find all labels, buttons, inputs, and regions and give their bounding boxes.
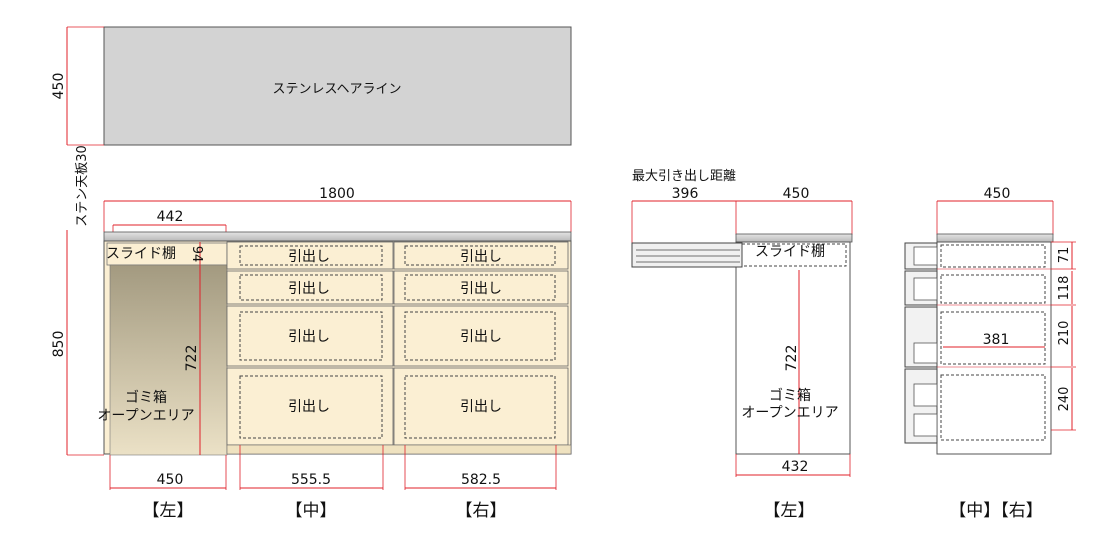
mr-drawer-height-label: 210 <box>1057 321 1072 346</box>
mr-view-label: 【中】【右】 <box>949 501 1043 521</box>
mr-drawer-height-label: 71 <box>1057 247 1072 264</box>
mr-drawer-height-label: 240 <box>1057 387 1072 412</box>
drawer-label: 引出し <box>460 399 502 415</box>
drawer-label: 引出し <box>288 281 330 297</box>
slide-shelf-label: スライド棚 <box>106 246 176 262</box>
mr-inner-label: 381 <box>983 332 1010 348</box>
top-plan-view: ステンレスヘアライン 450 <box>51 26 572 146</box>
side-top <box>735 233 853 243</box>
drawer-front[interactable] <box>393 270 569 305</box>
side-trash-label-line2: オープンエリア <box>741 405 838 421</box>
side-trash-label-line1: ゴミ箱 <box>769 387 811 404</box>
front-view: ステン天板30 1800 442 スライド棚 94 ゴミ箱 オープンエリア 72… <box>51 145 572 521</box>
trash-label-line2: オープンエリア <box>97 408 194 424</box>
side-depth-label: 450 <box>783 186 810 202</box>
top-thickness-label: ステン天板30 <box>75 145 90 227</box>
side-inner-depth-label: 432 <box>782 459 809 475</box>
cabinet-height-label: 850 <box>51 331 67 358</box>
drawer-label: 引出し <box>460 281 502 297</box>
slide-height-label: 94 <box>189 246 204 263</box>
open-area <box>109 264 228 456</box>
left-width-label: 450 <box>157 472 184 488</box>
view-label-mid: 【中】 <box>286 501 337 521</box>
view-label-right: 【右】 <box>456 501 507 521</box>
drawer-front[interactable] <box>393 367 569 446</box>
mid-column-drawers: 引出し 引出し 引出し 引出し <box>226 241 394 446</box>
drawer-label: 引出し <box>288 249 330 265</box>
stainless-finish-label: ステンレスヘアライン <box>272 82 401 97</box>
view-label-left: 【左】 <box>143 501 194 521</box>
drawer-label: 引出し <box>288 329 330 345</box>
side-view-label: 【左】 <box>764 501 815 521</box>
trash-label-line1: ゴミ箱 <box>125 389 167 406</box>
left-side-view: 最大引き出し距離 396 450 スライド棚 722 ゴミ箱 オープンエリア 4… <box>631 169 853 521</box>
mr-top <box>936 233 1054 243</box>
plan-depth-label: 450 <box>51 73 67 100</box>
drawer-front[interactable] <box>226 305 394 367</box>
drawer-front[interactable] <box>226 270 394 305</box>
stainless-top-front <box>103 231 572 242</box>
stainless-top-plan <box>103 26 572 146</box>
cabinet-plinth <box>226 444 572 455</box>
mr-drawer-height-label: 118 <box>1057 276 1072 301</box>
side-slide-shelf-label: スライド棚 <box>755 244 825 260</box>
drawer-front[interactable] <box>226 367 394 446</box>
drawer-label: 引出し <box>460 329 502 345</box>
max-pull-label: 最大引き出し距離 <box>632 169 736 184</box>
mid-right-side-view: 450 71 118 210 240 <box>904 186 1076 521</box>
side-cabinet <box>735 241 851 455</box>
side-open-height-label: 722 <box>784 345 800 372</box>
right-width-label: 582.5 <box>461 472 501 488</box>
mr-depth-label: 450 <box>984 186 1011 202</box>
right-column-drawers: 引出し 引出し 引出し 引出し <box>393 241 569 446</box>
drawer-front[interactable] <box>393 305 569 367</box>
pull-distance-label: 396 <box>672 186 699 202</box>
open-height-label: 722 <box>184 345 200 372</box>
overall-width-label: 1800 <box>319 186 355 202</box>
mid-width-label: 555.5 <box>291 472 331 488</box>
slide-shelf-extended <box>631 242 743 268</box>
mr-cabinet <box>936 241 1052 455</box>
slide-width-label: 442 <box>157 209 184 225</box>
drawer-label: 引出し <box>460 249 502 265</box>
drawer-label: 引出し <box>288 399 330 415</box>
